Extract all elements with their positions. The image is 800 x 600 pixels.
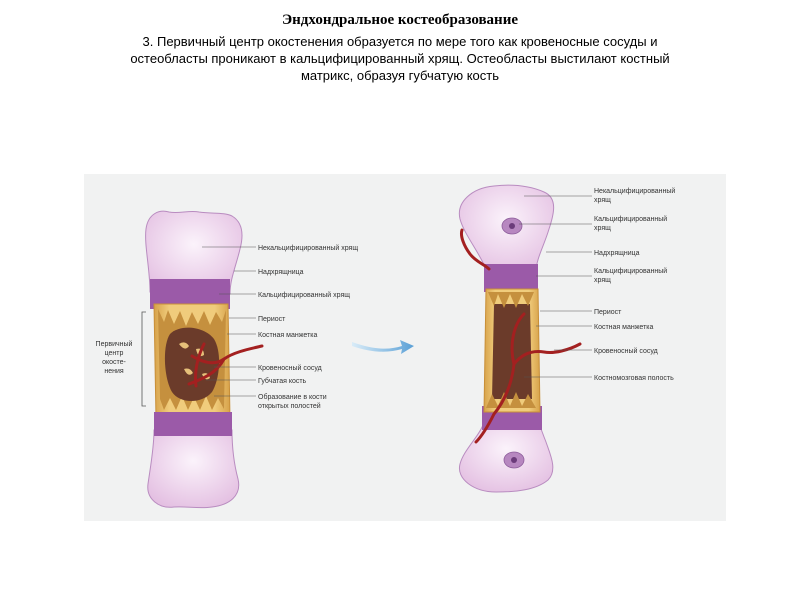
label-periosteum: Периост [258,316,286,323]
side-label-line: Первичный [96,340,133,348]
subtitle-line: 3. Первичный центр окостенения образуетс… [142,34,658,49]
right-top-secondary-core [509,223,515,229]
label-spongy-bone: Губчатая кость [258,377,307,385]
label-blood-vessel: Кровеносный сосуд [258,364,322,372]
left-calcified-top [150,279,230,309]
side-label-line: окосте- [102,359,126,366]
label-cavity-formation: Образование в кости [258,393,327,401]
left-spongy-holes [179,342,210,380]
subtitle-line: матрикс, образуя губчатую кость [300,68,500,83]
page-subtitle: 3. Первичный центр окостенения образуетс… [40,33,760,84]
right-bone [458,184,582,493]
right-label-bone-collar: Костная манжетка [594,324,654,331]
right-blood-vessel [460,228,582,444]
transition-arrow [352,340,414,354]
left-leader-lines [202,246,256,397]
label-uncalcified-cartilage: Некальцифицированный хрящ [258,244,358,252]
label-calcified-cartilage: Кальцифицированный хрящ [258,291,350,299]
right-trabecular-top [488,292,534,308]
right-label-periosteum: Периост [594,309,622,316]
right-label-uncalcified-cartilage: хрящ [594,197,611,204]
left-bottom-cartilage [147,429,240,509]
right-label-marrow-cavity: Костномозговая полость [594,375,674,382]
label-bone-collar: Костная манжетка [258,332,318,339]
right-leader-lines [519,195,592,378]
left-primary-center-bracket [141,311,146,407]
side-label-line: нения [104,368,124,375]
right-label-perichondrium: Надхрящница [594,250,640,257]
page-title: Эндхондральное костеобразование [281,12,518,28]
right-label-calcified-cartilage: Кальцифицированный [594,267,667,275]
label-cavity-formation: открытых полостей [258,402,321,410]
right-trabecular-bottom [486,392,536,408]
right-label-blood-vessel: Кровеносный сосуд [594,347,658,355]
diagram-svg: Первичный центр окосте- нения Некальцифи… [96,184,675,509]
right-label-calcified-cartilage: хрящ [594,277,611,284]
label-perichondrium: Надхрящница [258,269,304,276]
subtitle-line: остеобласты проникают в кальцифицированн… [130,51,670,66]
right-label-uncalcified-cartilage: Некальцифицированный [594,187,675,195]
right-calcified-top [484,264,538,292]
right-label-calcified-cartilage-top: Кальцифицированный [594,215,667,223]
left-bone [145,210,264,509]
right-bottom-secondary-core [511,457,517,463]
side-label-line: центр [105,350,124,357]
left-calcified-bottom [154,412,232,436]
diagram-figure: Первичный центр окосте- нения Некальцифи… [84,174,726,521]
left-top-cartilage [145,210,243,295]
left-spongy-bone [164,327,220,401]
right-label-calcified-cartilage-top: хрящ [594,225,611,232]
left-blood-vessel [187,342,264,388]
